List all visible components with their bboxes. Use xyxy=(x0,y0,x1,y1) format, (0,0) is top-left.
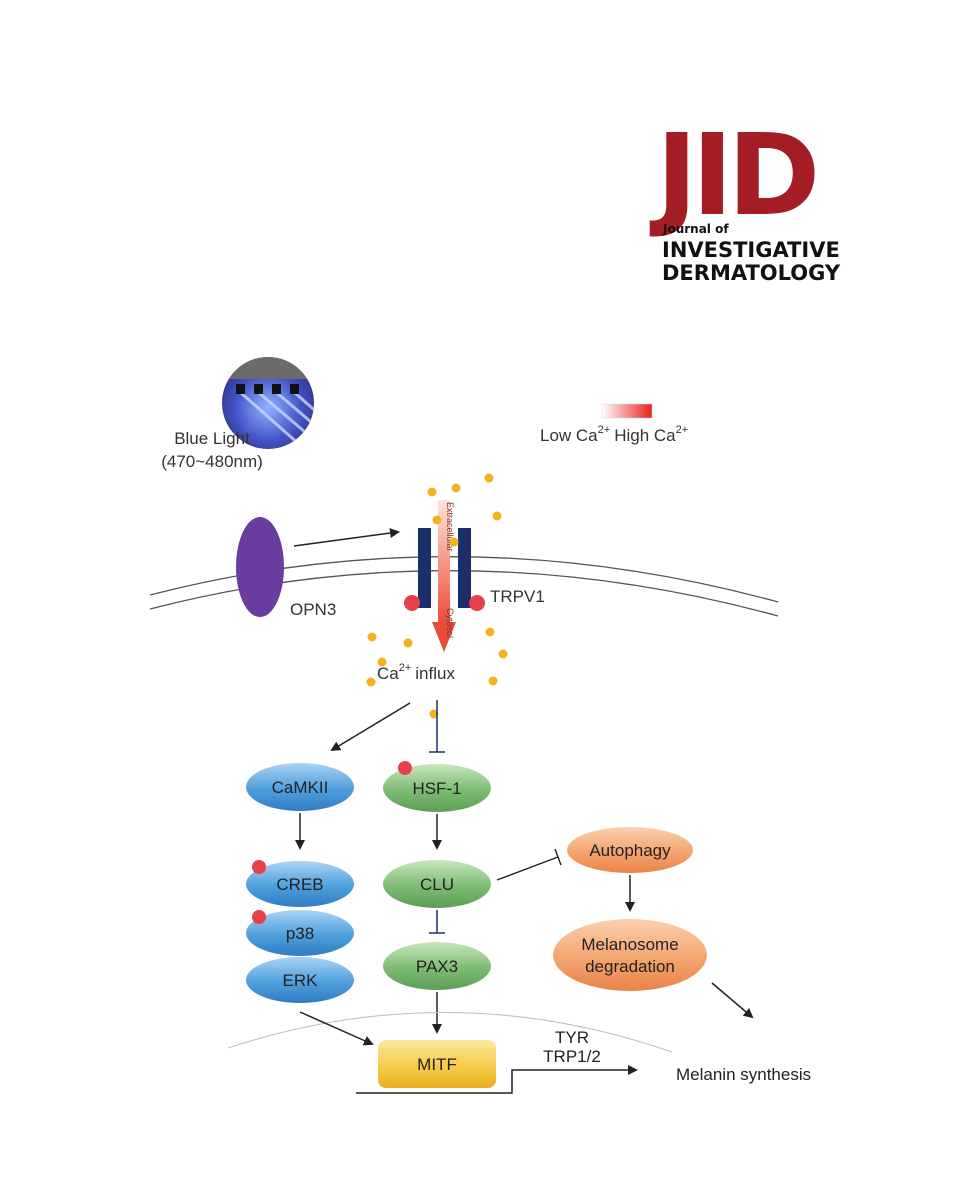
creb-phospho xyxy=(252,860,266,874)
extracellular-label: Extracellular xyxy=(445,502,455,552)
clu-label: CLU xyxy=(420,875,454,894)
wavelength-label: (470~480nm) xyxy=(161,452,263,471)
clu-node xyxy=(383,860,491,908)
degradation-label: degradation xyxy=(585,957,675,976)
logo-journal-of: Journal of xyxy=(662,222,729,236)
tyr-label: TYR xyxy=(555,1028,589,1047)
legend-text: Low Ca2+High Ca2+ xyxy=(540,424,688,445)
cytosol-label: Cytosol xyxy=(445,608,455,638)
nuclear-envelope xyxy=(227,1012,673,1053)
p38-node xyxy=(246,910,354,956)
legend-low-label: Low Ca xyxy=(540,426,598,445)
erk-node xyxy=(246,957,354,1003)
autophagy-label: Autophagy xyxy=(589,841,671,860)
pax3-node xyxy=(383,942,491,990)
influx-prefix: Ca xyxy=(377,664,399,683)
creb-label: CREB xyxy=(276,875,323,894)
mitf-label: MITF xyxy=(417,1055,457,1074)
melanosome-label: Melanosome xyxy=(581,935,678,954)
clu-inhibits-autophagy xyxy=(496,856,559,881)
legend-high-superscript: 2+ xyxy=(676,424,689,436)
calcium-influx-label: Ca2+influx xyxy=(377,662,455,683)
opn3-to-trpv1-arrow xyxy=(293,528,400,547)
melanosome-degradation-node xyxy=(553,919,707,991)
pax3-label: PAX3 xyxy=(416,957,458,976)
trpv1-phospho-left xyxy=(404,595,420,611)
opn3-label: OPN3 xyxy=(290,600,336,619)
legend-low-superscript: 2+ xyxy=(598,424,611,436)
legend-gradient-bar xyxy=(601,403,653,419)
clu-inhibits-autophagy-bar xyxy=(554,848,562,866)
erk-label: ERK xyxy=(283,971,319,990)
p38-phospho xyxy=(252,910,266,924)
mitf-node xyxy=(378,1040,496,1088)
logo-line-investigative: INVESTIGATIVE xyxy=(662,238,840,262)
hsf1-label: HSF-1 xyxy=(412,779,461,798)
influx-suffix: influx xyxy=(415,664,455,683)
trpv1-label: TRPV1 xyxy=(490,587,545,606)
hsf1-phospho xyxy=(398,761,412,775)
creb-node xyxy=(246,861,354,907)
trpv1-channel: Extracellular Cytosol xyxy=(404,500,485,652)
trp-label: TRP1/2 xyxy=(543,1047,601,1066)
camkii-label: CaMKII xyxy=(272,778,329,797)
jid-logo: JID Journal of INVESTIGATIVE DERMATOLOGY xyxy=(649,111,841,285)
erk-to-mitf-arrow xyxy=(299,1011,374,1046)
influx-to-camkii-arrow xyxy=(330,702,411,752)
logo-mark: JID xyxy=(649,111,815,241)
hsf1-node xyxy=(383,764,491,812)
opn3-receptor xyxy=(236,517,284,617)
logo-line-dermatology: DERMATOLOGY xyxy=(662,261,841,285)
camkii-node xyxy=(246,763,354,811)
melanin-synthesis-label: Melanin synthesis xyxy=(676,1065,811,1084)
p38-label: p38 xyxy=(286,924,314,943)
autophagy-node xyxy=(567,827,693,873)
legend-high-label: High Ca xyxy=(614,426,676,445)
blue-light-label: Blue Light xyxy=(174,429,250,448)
promoter-line xyxy=(356,1065,638,1094)
calcium-legend: Low Ca2+High Ca2+ xyxy=(540,403,688,445)
trpv1-phospho-right xyxy=(469,595,485,611)
influx-superscript: 2+ xyxy=(399,662,412,674)
degradation-to-melanin-arrow xyxy=(711,982,754,1019)
